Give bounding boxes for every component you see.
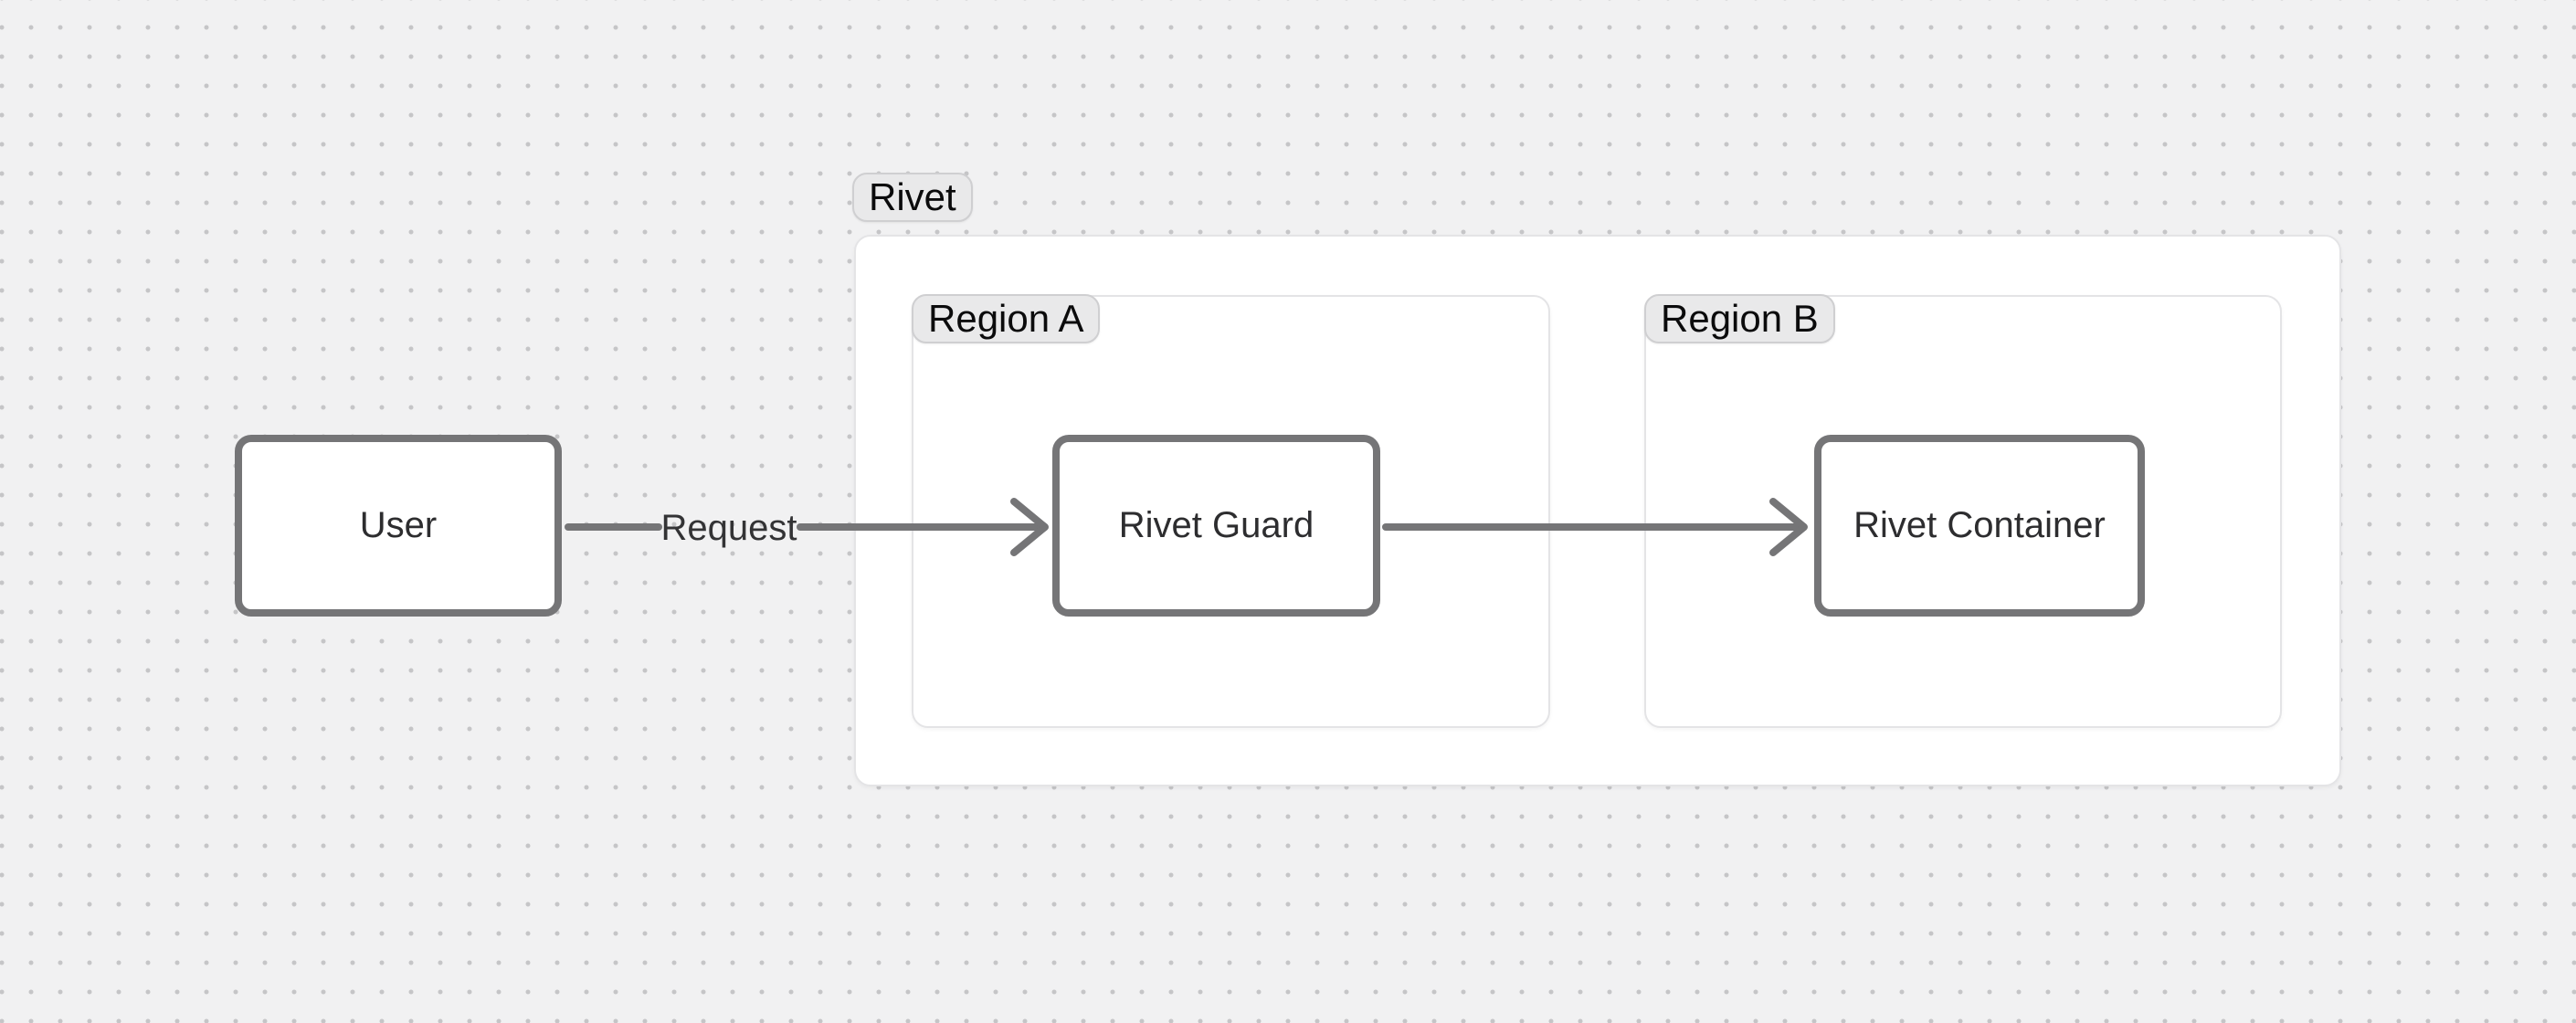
node-rivet-container: Rivet Container	[1814, 435, 2145, 617]
group-rivet-label: Rivet	[852, 173, 973, 222]
node-user-label: User	[359, 505, 438, 545]
node-rivet-guard-label: Rivet Guard	[1118, 505, 1314, 545]
group-region-a-label: Region A	[912, 294, 1101, 343]
node-user: User	[235, 435, 562, 617]
group-region-b-label: Region B	[1644, 294, 1835, 343]
node-rivet-guard: Rivet Guard	[1052, 435, 1380, 617]
node-rivet-container-label: Rivet Container	[1853, 505, 2106, 545]
edge-label-request: Request	[661, 508, 797, 548]
